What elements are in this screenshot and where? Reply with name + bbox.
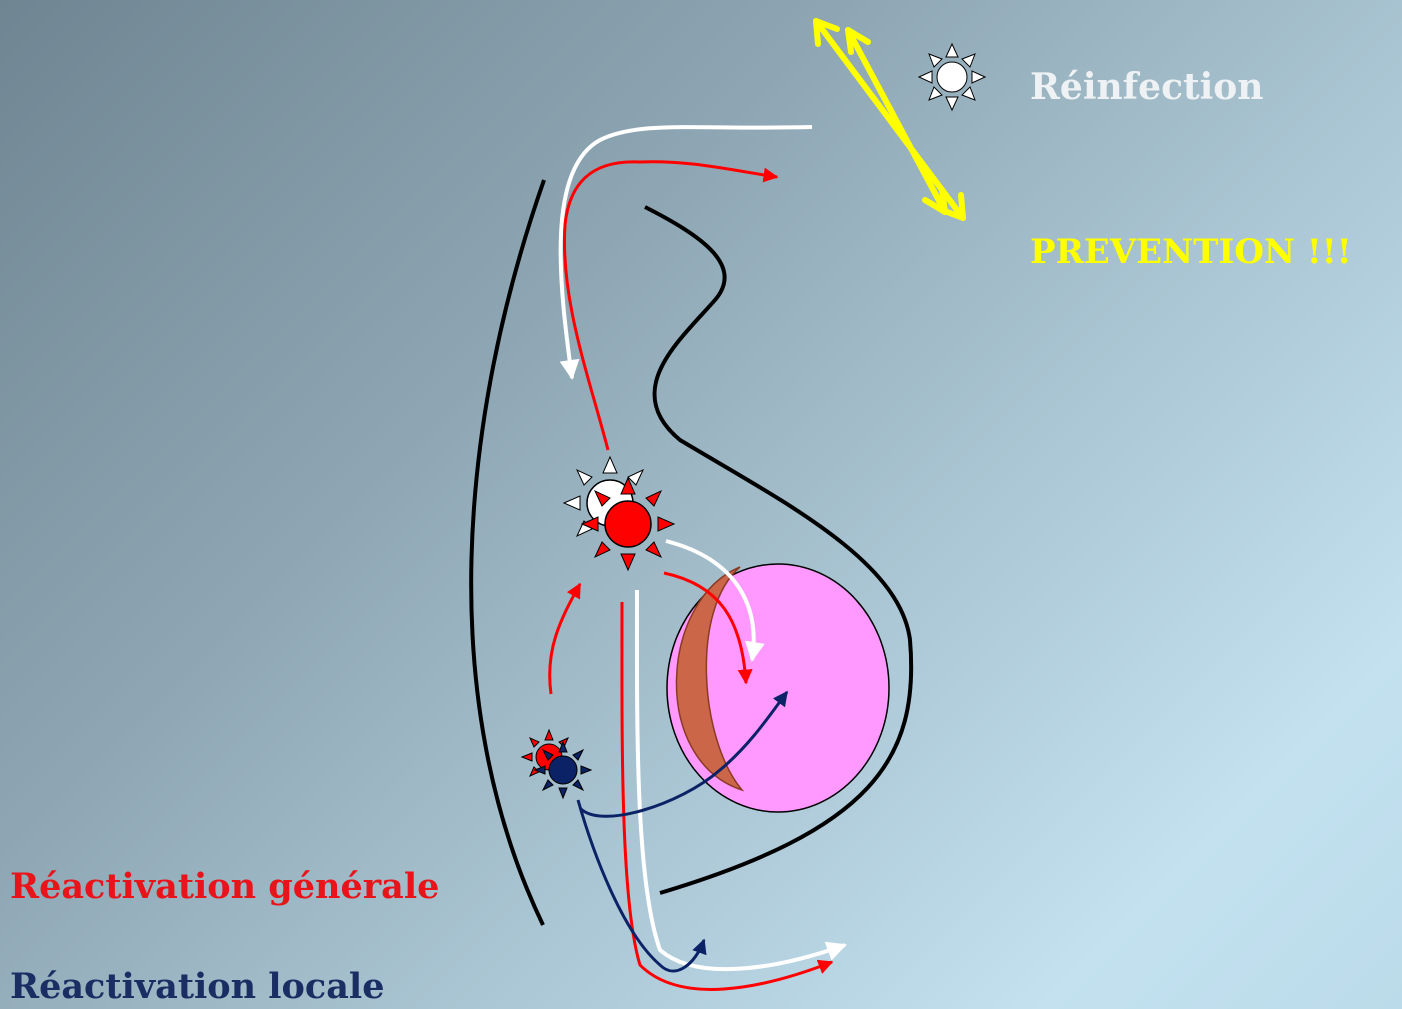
general-reactivation-label: Réactivation générale [10, 866, 439, 907]
reinfection-label: Réinfection [1030, 66, 1263, 108]
blue-virus-icon [535, 742, 591, 798]
double-arrow-icon [816, 21, 963, 218]
outer-nerve-outline [471, 180, 544, 925]
sun-star-icon [919, 44, 985, 110]
red-path-top [564, 162, 777, 450]
local-reactivation-label: Réactivation locale [10, 966, 384, 1007]
prevention-label: PREVENTION !!! [1030, 232, 1352, 272]
red-path-up [550, 584, 580, 694]
red-virus-icon [582, 478, 674, 570]
